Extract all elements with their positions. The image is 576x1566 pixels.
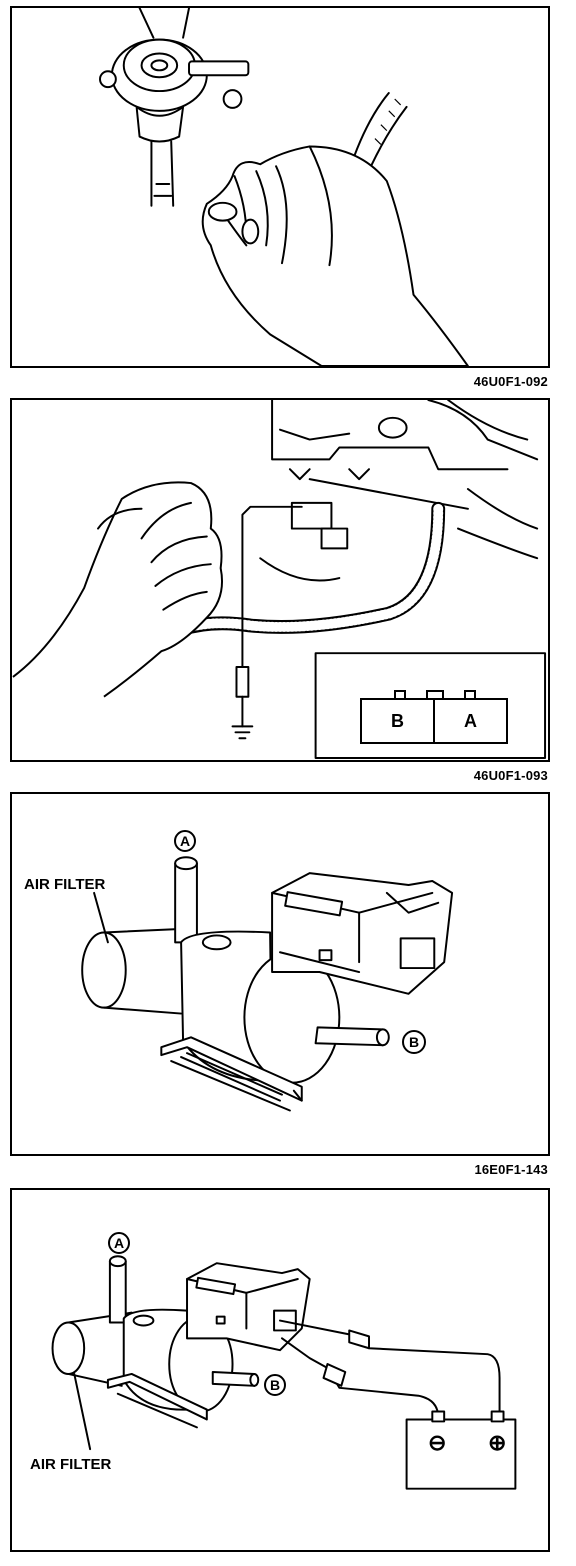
- port-a-marker-2: A: [108, 1232, 130, 1254]
- battery-positive-terminal: ⊕: [488, 1430, 507, 1455]
- air-filter-label: AIR FILTER: [24, 876, 106, 893]
- figure-3-code: 16E0F1-143: [474, 1162, 548, 1177]
- connector-terminal-b-label: B: [391, 710, 404, 731]
- figure-2-illustration: [12, 400, 547, 760]
- connector-diagram: B A: [360, 690, 510, 746]
- figure-1-illustration: [99, 8, 469, 366]
- port-a-marker: A: [174, 830, 196, 852]
- figure-4-illustration: [51, 1255, 517, 1490]
- figure-2-code: 46U0F1-093: [473, 768, 548, 783]
- connector-terminal-b: B: [360, 698, 435, 744]
- connector-terminal-a-label: A: [464, 710, 477, 731]
- connector-terminal-a: A: [433, 698, 508, 744]
- figure-2-panel: B A: [10, 398, 550, 762]
- figure-1-code: 46U0F1-092: [473, 374, 548, 389]
- figure-3-illustration: [81, 856, 454, 1112]
- battery-negative-terminal: ⊖: [428, 1430, 447, 1455]
- port-a-label: A: [179, 833, 191, 849]
- figure-4-panel: AIR FILTER A B ⊖ ⊕: [10, 1188, 550, 1552]
- port-a-label-2: A: [113, 1235, 125, 1251]
- air-filter-label-2: AIR FILTER: [30, 1456, 112, 1473]
- port-b-marker-2: B: [264, 1374, 286, 1396]
- port-b-label: B: [408, 1034, 420, 1050]
- port-b-label-2: B: [269, 1377, 281, 1393]
- figure-3-panel: AIR FILTER A B: [10, 792, 550, 1156]
- port-b-marker: B: [402, 1030, 426, 1054]
- figure-1-panel: [10, 6, 550, 368]
